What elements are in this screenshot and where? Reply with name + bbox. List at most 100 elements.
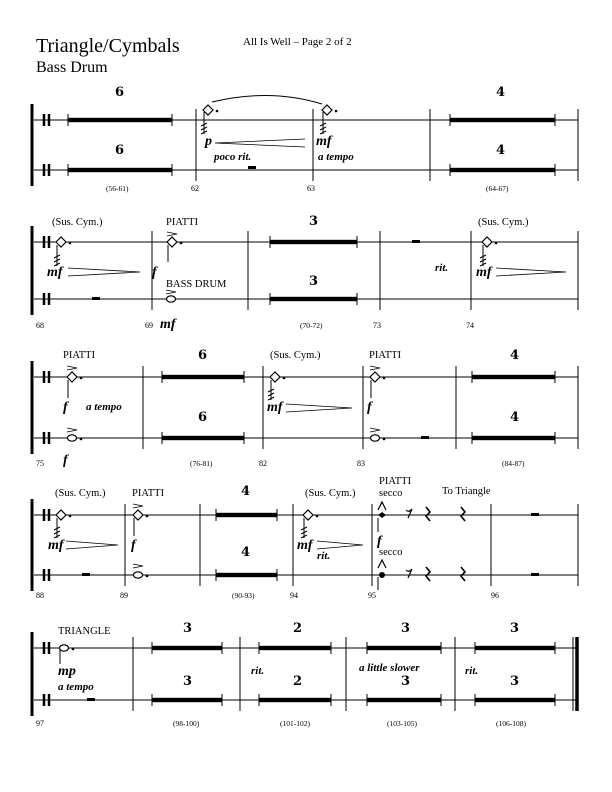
expression-text: a little slower [359,662,420,674]
quarter-rest-icon [424,506,432,522]
tremolo-icon [479,254,487,259]
expression-text: rit. [465,665,479,677]
instrument-label: (Sus. Cym.) [478,217,529,228]
multi-measure-rest [162,374,244,380]
accent-icon [66,427,78,433]
multirest-count: 3 [510,674,520,689]
multi-measure-rest [68,167,172,173]
dynamic-marking: f [152,265,157,280]
multirest-count: 2 [293,674,303,689]
measure-number: 94 [290,591,298,600]
rest-icon [87,698,95,701]
multi-measure-rest [216,572,277,578]
multi-measure-rest [450,117,555,123]
tremolo-icon [200,126,208,131]
expression-text: a tempo [86,401,122,413]
dot-icon [145,514,149,518]
multirest-count: 6 [115,85,125,100]
rest-icon [421,436,429,439]
multirest-count: 3 [183,674,193,689]
multi-measure-rest [270,296,357,302]
measure-number: 82 [259,459,267,468]
cymbal-note-icon [55,236,67,248]
accent-icon [166,231,178,237]
accent-icon [165,289,177,295]
multi-measure-rest [475,645,555,651]
tremolo-icon [300,530,308,535]
multi-measure-rest [259,697,331,703]
tremolo-icon [319,122,327,127]
quarter-rest-icon [424,566,432,582]
multirest-count: 4 [510,348,520,363]
dot-icon [68,514,72,518]
tie-icon [211,94,323,105]
instrument-label: TRIANGLE [58,626,111,637]
cymbal-note-icon [481,236,493,248]
measure-range: (70-72) [300,321,323,330]
decrescendo-hairpin [495,267,567,277]
measure-number: 68 [36,321,44,330]
dynamic-marking: mf [47,265,63,280]
dynamic-marking: f [63,400,68,415]
tremolo-icon [319,126,327,131]
tremolo-icon [53,262,61,267]
articulation-text: secco [379,547,403,558]
bass-drum-note-icon [66,434,78,442]
multirest-count: 6 [115,143,125,158]
measure-range: (76-81) [190,459,213,468]
expression-text: rit. [317,550,331,562]
accent-icon [132,563,144,569]
tremolo-icon [319,130,327,135]
dot-icon [215,109,219,113]
multi-measure-rest [472,435,555,441]
measure-range: (90-93) [232,591,255,600]
decrescendo-hairpin [65,540,119,550]
dot-icon [68,241,72,245]
dynamic-marking: mf [476,265,492,280]
tremolo-icon [53,534,61,539]
multi-measure-rest [450,167,555,173]
measure-number: 95 [368,591,376,600]
cymbal-note-icon [302,509,314,521]
decrescendo-hairpin [67,267,141,277]
instrument-label: (Sus. Cym.) [305,488,356,499]
instruction-text: To Triangle [442,486,491,497]
dot-icon [382,437,386,441]
measure-range: (84-87) [502,459,525,468]
rest-icon [248,166,256,169]
tremolo-icon [300,534,308,539]
measure-range: (64-67) [486,184,509,193]
multirest-count: 4 [241,545,251,560]
cymbal-note-icon [378,512,386,518]
instrument-label: PIATTI [369,350,402,361]
multi-measure-rest [270,239,357,245]
tremolo-icon [53,254,61,259]
page-header-center: All Is Well – Page 2 of 2 [243,36,352,48]
dot-icon [315,514,319,518]
dynamic-marking: f [63,453,68,468]
multi-measure-rest [259,645,331,651]
cymbal-note-icon [321,104,333,116]
dynamic-marking: f [377,534,382,549]
instrument-label: (Sus. Cym.) [52,217,103,228]
decrescendo-hairpin [316,540,364,550]
tremolo-icon [479,258,487,263]
bass-drum-note-icon [379,572,385,578]
measure-number: 73 [373,321,381,330]
expression-text: rit. [435,262,449,274]
multirest-count: 2 [293,621,303,636]
dynamic-marking: p [205,134,212,149]
instrument-label: PIATTI [379,476,412,487]
dynamic-marking: mf [160,317,176,332]
bass-drum-note-icon [132,571,144,579]
instrument-label: PIATTI [166,217,199,228]
rest-icon [92,297,100,300]
multirest-count: 3 [401,674,411,689]
accent-icon [369,365,381,371]
cymbal-note-icon [166,236,178,248]
cymbal-note-icon [66,371,78,383]
multi-measure-rest [162,435,244,441]
dynamic-marking: mf [267,400,283,415]
rest-icon [412,240,420,243]
multi-measure-rest [152,697,222,703]
